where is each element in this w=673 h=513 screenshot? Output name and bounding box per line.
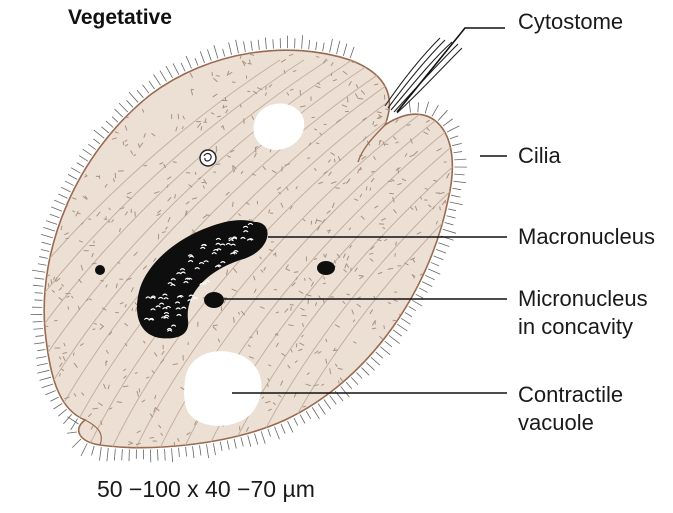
label-vacuole-line1: Contractile (518, 381, 623, 408)
label-cilia: Cilia (518, 142, 561, 169)
cytostome-filaments (385, 38, 462, 113)
contractile-vacuole (184, 351, 261, 426)
micronucleus (204, 292, 224, 308)
leader-cytostome (397, 28, 505, 112)
label-micronucleus-line1: Micronucleus (518, 285, 648, 312)
nucleus-dot-right (317, 261, 335, 275)
label-vacuole-line2: vacuole (518, 409, 594, 436)
diagram-title: Vegetative (68, 6, 172, 30)
nucleus-dot-left (95, 265, 105, 275)
label-cytostome: Cytostome (518, 8, 623, 35)
label-micronucleus-line2: in concavity (518, 313, 633, 340)
food-vacuole (200, 150, 216, 166)
label-macronucleus: Macronucleus (518, 223, 655, 250)
scale-size-label: 50 −100 x 40 −70 µm (97, 476, 315, 503)
